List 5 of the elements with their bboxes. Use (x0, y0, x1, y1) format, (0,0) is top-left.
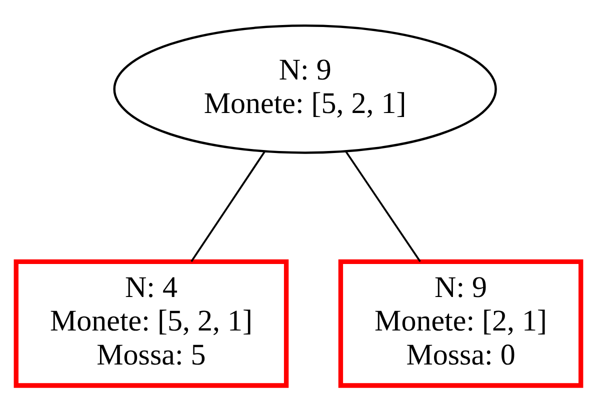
node-box: N: 4 Monete: [5, 2, 1] Mossa: 5 (14, 259, 289, 388)
node-ellipse: N: 9 Monete: [5, 2, 1] (113, 24, 497, 154)
connector (190, 151, 266, 262)
node-box: N: 9 Monete: [2, 1] Mossa: 0 (338, 259, 584, 388)
connector (345, 151, 421, 262)
